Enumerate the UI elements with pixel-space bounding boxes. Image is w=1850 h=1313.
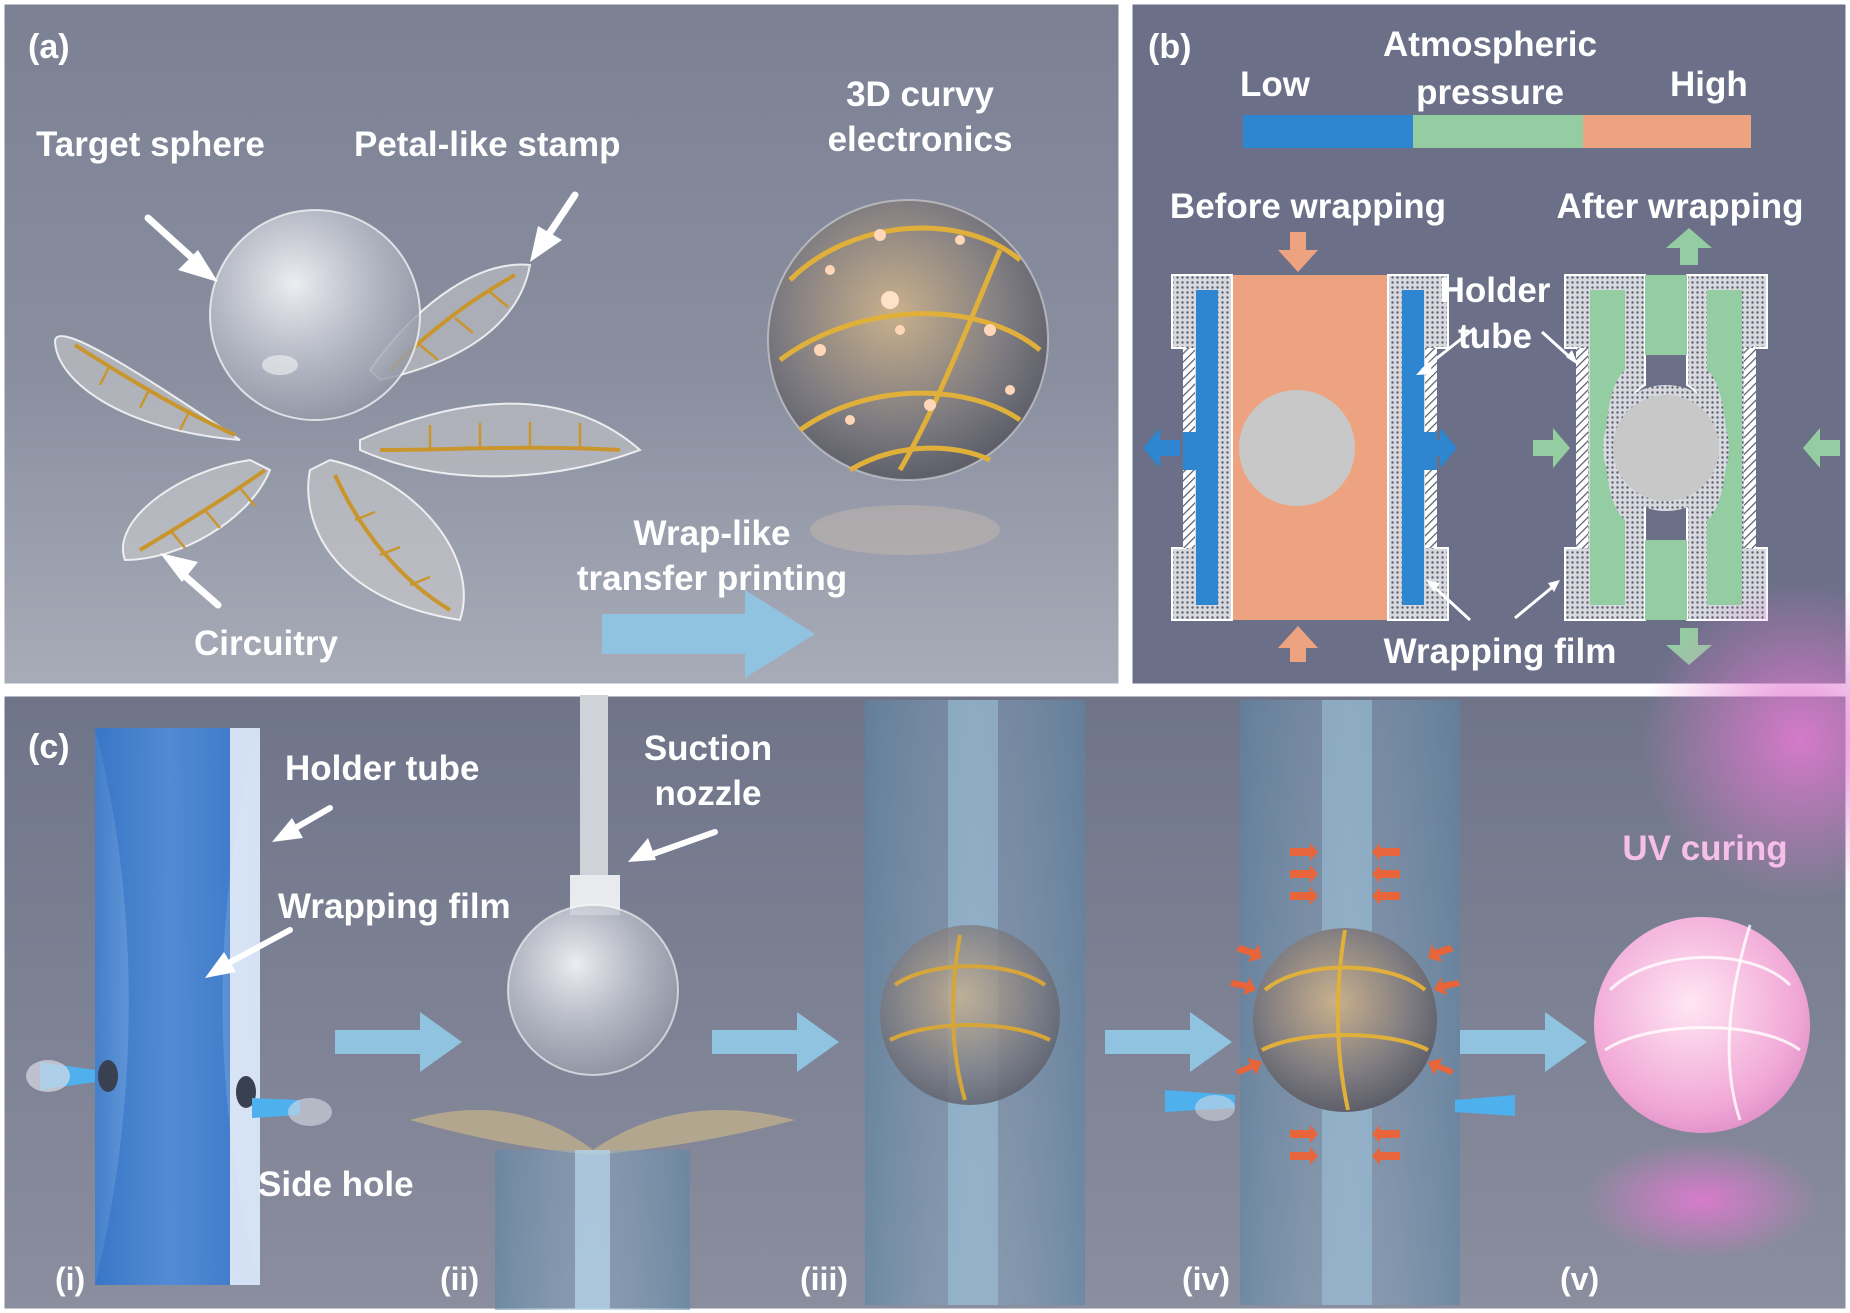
before-wrapping-schematic xyxy=(1171,274,1449,621)
panel-c: (c) Holder tube Wrapping film Side hole … xyxy=(1,580,1850,1312)
legend-high-segment xyxy=(1583,115,1751,148)
step-label-ii: (ii) xyxy=(440,1261,479,1297)
target-sphere-graphic xyxy=(209,209,421,421)
label-petal-stamp: Petal-like stamp xyxy=(354,125,621,164)
label-wrap-line2: transfer printing xyxy=(577,559,847,598)
step-label-iv: (iv) xyxy=(1182,1261,1230,1297)
pointer-arrowheads-b xyxy=(1416,350,1578,592)
label-wrap-line1: Wrap-like xyxy=(634,514,791,553)
panel-a-tag: (a) xyxy=(28,28,70,66)
label-uv-curing: UV curing xyxy=(1622,829,1787,868)
pointer-arrows-a xyxy=(144,191,579,609)
legend-high-label: High xyxy=(1670,65,1748,104)
process-arrows xyxy=(335,1012,1587,1072)
panel-c-tag: (c) xyxy=(28,728,70,766)
before-arrows xyxy=(1143,232,1457,662)
legend-title-line2: pressure xyxy=(1416,73,1564,112)
after-wrapping-schematic xyxy=(1564,274,1768,621)
panel-a: (a) Target sphere Petal-like stamp 3D cu… xyxy=(1,1,1122,687)
petal-circuit-lines xyxy=(73,273,621,612)
label-before-wrapping: Before wrapping xyxy=(1170,187,1446,226)
step-i-holder-tube xyxy=(26,728,332,1285)
step-label-iii: (iii) xyxy=(800,1261,848,1297)
curvy-electronics-sphere xyxy=(767,199,1049,555)
legend-low-segment xyxy=(1243,115,1413,148)
legend-title-line1: Atmospheric xyxy=(1383,25,1597,64)
label-wrapping-film-b: Wrapping film xyxy=(1384,632,1617,671)
panel-b-tag: (b) xyxy=(1148,28,1191,66)
label-holder-tube-c: Holder tube xyxy=(285,749,479,788)
step-label-v: (v) xyxy=(1560,1261,1599,1297)
label-suction-line2: nozzle xyxy=(655,774,762,813)
label-holder-line1: Holder xyxy=(1440,271,1551,310)
label-circuitry: Circuitry xyxy=(194,624,338,663)
label-curvy-line1: 3D curvy xyxy=(846,75,994,114)
panel-b: (b) Low Atmospheric pressure High Before… xyxy=(1129,1,1849,687)
step-v-cured-sphere xyxy=(1582,917,1822,1260)
transfer-arrow xyxy=(602,590,815,678)
petal-circuit-branches xyxy=(98,291,582,587)
pressure-arrows xyxy=(1230,843,1460,1165)
legend-low-label: Low xyxy=(1240,65,1311,104)
label-after-wrapping: After wrapping xyxy=(1557,187,1804,226)
pointer-arrows-c xyxy=(205,805,718,978)
legend-mid-segment xyxy=(1413,115,1583,148)
step-iv-tube xyxy=(1165,700,1515,1305)
label-target-sphere: Target sphere xyxy=(36,125,265,164)
label-holder-line2: tube xyxy=(1458,317,1532,356)
label-curvy-line2: electronics xyxy=(828,120,1013,159)
step-iii-tube xyxy=(865,700,1085,1305)
label-side-hole: Side hole xyxy=(258,1165,414,1204)
label-suction-line1: Suction xyxy=(644,729,772,768)
step-ii-nozzle-sphere xyxy=(410,695,795,1310)
label-wrapping-film-c: Wrapping film xyxy=(278,887,511,926)
step-label-i: (i) xyxy=(55,1261,85,1297)
